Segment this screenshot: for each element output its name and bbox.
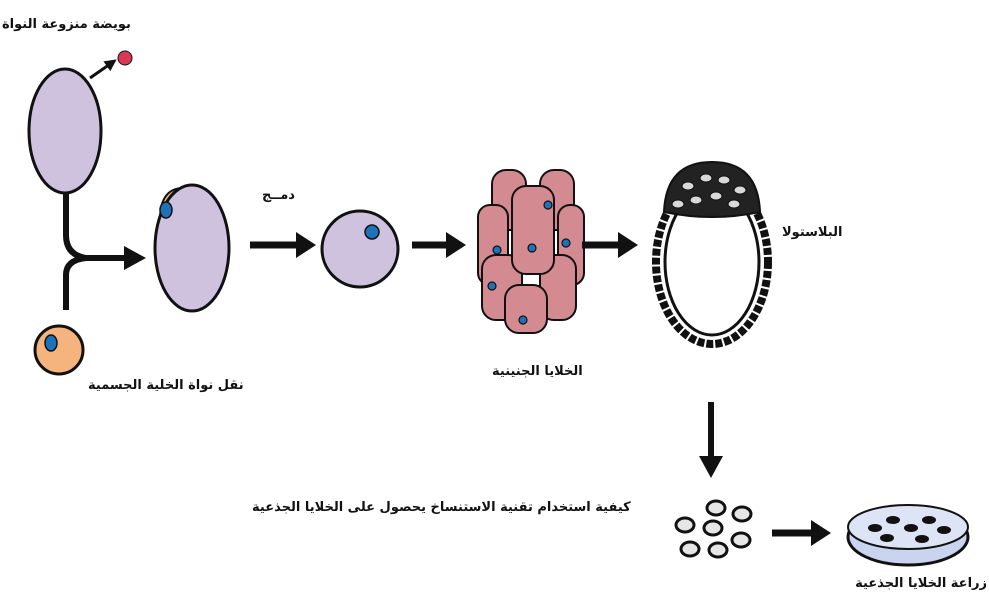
embryo-cells (478, 170, 584, 333)
stem-cells (676, 501, 751, 557)
fused-cell (322, 211, 398, 287)
enucleated-egg (29, 51, 132, 193)
fused-nucleus (365, 225, 379, 239)
transferred-nucleus (160, 202, 172, 218)
label-embryonic-cells: الخلايا الجنينية (492, 364, 583, 379)
label-blastula: البلاستولا (782, 225, 842, 240)
arrow-blastula (582, 232, 638, 258)
somatic-nucleus (45, 335, 57, 351)
label-enucleated-egg: بويضة منزوعة النواة (2, 17, 131, 32)
blastula (656, 162, 768, 344)
diagram-caption: كيفية استخدام تقنية الاستنساخ يحصول على … (252, 500, 631, 515)
arrow-down (699, 402, 723, 478)
culture-dish (848, 505, 968, 565)
removed-nucleus (118, 51, 132, 65)
arrow-fusion (250, 232, 316, 258)
label-somatic-nucleus-transfer: نقل نواة الخلية الجسمية (88, 378, 244, 393)
label-fusion: دمــج (262, 188, 295, 203)
merge-arrow (66, 193, 146, 310)
somatic-cell (35, 326, 83, 374)
egg-with-somatic-cell (155, 185, 229, 311)
arrow-dish (772, 520, 831, 546)
arrow-embryo (412, 232, 466, 258)
label-stem-cell-culture: زراعة الخلايا الجذعية (855, 576, 987, 591)
